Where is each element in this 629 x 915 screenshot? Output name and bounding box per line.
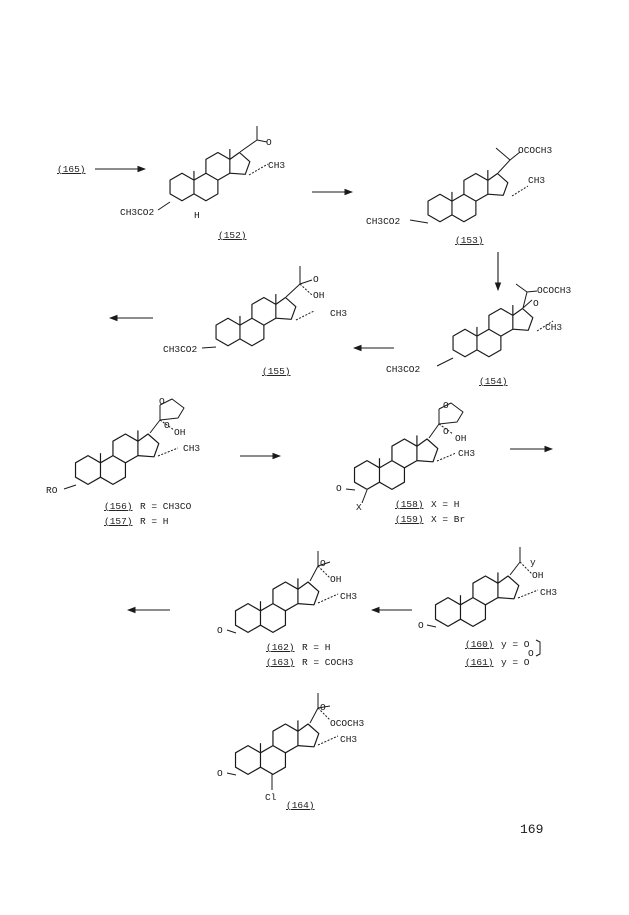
c158-methyl: CH3 bbox=[458, 448, 475, 459]
compound-157-label: (157) bbox=[104, 516, 133, 527]
c158-ketal-O2: O bbox=[443, 426, 449, 437]
c162-keto-O3: O bbox=[217, 625, 223, 636]
compound-152-label: (152) bbox=[218, 230, 247, 241]
compound-162-label: (162) bbox=[266, 642, 295, 653]
c158-keto-O: O bbox=[336, 483, 342, 494]
c156-ketal-O1: O bbox=[159, 396, 165, 407]
c164-acetoxy: OCOCH3 bbox=[330, 718, 365, 729]
structure-153: OCOCH3 CH3 CH3CO2 bbox=[366, 145, 553, 227]
c162-methyl: CH3 bbox=[340, 591, 357, 602]
compound-163-label: (163) bbox=[266, 657, 295, 668]
compound-159-def: X = Br bbox=[431, 514, 465, 525]
c162-hydroxyl: OH bbox=[330, 574, 341, 585]
compound-154-label: (154) bbox=[479, 376, 508, 387]
c156-RO: RO bbox=[46, 485, 58, 496]
c152-methyl: CH3 bbox=[268, 160, 285, 171]
compound-156-def: R = CH3CO bbox=[140, 501, 192, 512]
c164-chloro: Cl bbox=[265, 792, 277, 803]
compound-163-def: R = COCH3 bbox=[302, 657, 354, 668]
c153-methyl: CH3 bbox=[528, 175, 545, 186]
c156-methyl: CH3 bbox=[183, 443, 200, 454]
c156-ketal-O2: O bbox=[164, 420, 170, 431]
compound-157-def: R = H bbox=[140, 516, 169, 527]
compound-159-label: (159) bbox=[395, 514, 424, 525]
compound-161-label: (161) bbox=[465, 657, 494, 668]
compound-161-def: y = O bbox=[501, 657, 530, 668]
c162-keto-O: O bbox=[320, 558, 326, 569]
compound-162-def: R = H bbox=[302, 642, 331, 653]
c152-acetoxy: CH3CO2 bbox=[120, 207, 155, 218]
c153-enol-acetate: OCOCH3 bbox=[518, 145, 553, 156]
c156-hydroxyl: OH bbox=[174, 427, 185, 438]
compound-160-label: (160) bbox=[465, 639, 494, 650]
c164-keto-O: O bbox=[320, 702, 326, 713]
compound-158-label: (158) bbox=[395, 499, 424, 510]
structure-154: OCOCH3 O CH3 CH3CO2 bbox=[386, 283, 572, 375]
c155-hydroxyl: OH bbox=[313, 290, 324, 301]
c164-methyl: CH3 bbox=[340, 734, 357, 745]
c154-acetoxy-side: OCOCH3 bbox=[537, 285, 572, 296]
c155-keto-O: O bbox=[313, 274, 319, 285]
c158-hydroxyl: OH bbox=[455, 433, 466, 444]
c152-keto-O: O bbox=[266, 137, 272, 148]
structure-155: O OH CH3 CH3CO2 bbox=[163, 266, 347, 355]
compound-158-def: X = H bbox=[431, 499, 460, 510]
compound-153-label: (153) bbox=[455, 235, 484, 246]
structure-160-161: y OH CH3 O O bbox=[418, 547, 557, 659]
structure-152: O CH3 CH3CO2 H bbox=[120, 126, 285, 221]
c158-ketal-O1: O bbox=[443, 400, 449, 411]
c153-acetoxy: CH3CO2 bbox=[366, 216, 401, 227]
c158-X: X bbox=[356, 502, 362, 513]
page-number: 169 bbox=[520, 822, 544, 837]
compound-164-label: (164) bbox=[286, 800, 315, 811]
c164-keto-O3: O bbox=[217, 768, 223, 779]
compound-156-label: (156) bbox=[104, 501, 133, 512]
c152-hydrogen: H bbox=[194, 210, 200, 221]
compound-165-label: (165) bbox=[57, 164, 86, 175]
structure-164: O OCOCH3 CH3 O Cl bbox=[217, 693, 365, 803]
c155-methyl: CH3 bbox=[330, 308, 347, 319]
structure-162-163: O OH CH3 O bbox=[217, 551, 357, 636]
structure-158-159: O O OH CH3 O X bbox=[336, 400, 475, 513]
c160-y-peroxide-O: O bbox=[528, 648, 534, 659]
compound-155-label: (155) bbox=[262, 366, 291, 377]
c154-epoxide-O: O bbox=[533, 298, 539, 309]
c154-acetoxy: CH3CO2 bbox=[386, 364, 421, 375]
c160-methyl: CH3 bbox=[540, 587, 557, 598]
structure-156-157: O O OH CH3 RO bbox=[46, 396, 200, 496]
c154-methyl: CH3 bbox=[545, 322, 562, 333]
c155-acetoxy: CH3CO2 bbox=[163, 344, 198, 355]
c160-keto-O3: O bbox=[418, 620, 424, 631]
c160-hydroxyl: OH bbox=[532, 570, 543, 581]
c160-y: y bbox=[530, 557, 536, 568]
compound-160-def: y = O bbox=[501, 639, 530, 650]
